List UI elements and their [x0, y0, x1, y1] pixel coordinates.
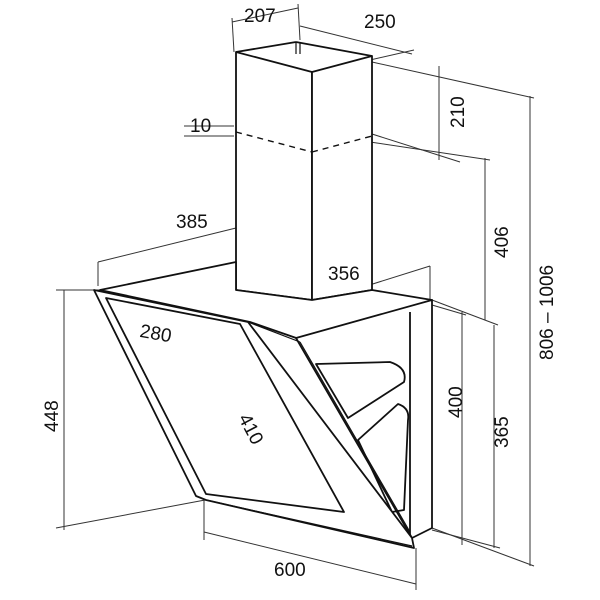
dim-chimney-lower-height: 406 [492, 226, 513, 258]
vent-lower [357, 403, 410, 513]
dim-chimney-depth: 250 [364, 12, 396, 33]
hood-top-plate [99, 261, 433, 341]
dim-body-depth: 356 [328, 264, 360, 285]
vent-upper [315, 361, 406, 419]
hood-body [99, 261, 433, 539]
chimney [235, 41, 373, 301]
dim-total-height: 806 – 1006 [537, 265, 558, 360]
dim-chimney-top-height: 210 [448, 96, 469, 128]
dim-body-height: 400 [446, 386, 467, 418]
dim-overlap: 10 [190, 116, 211, 137]
dim-hood-width: 600 [274, 560, 306, 581]
chimney-left-face [235, 51, 313, 301]
dimension-lines [55, 3, 535, 590]
glass-inner-frame [105, 297, 345, 513]
dim-chimney-width: 207 [244, 6, 276, 27]
dim-hood-height-left: 448 [42, 400, 63, 432]
dim-hood-top-depth: 385 [176, 212, 208, 233]
dim-body-height-lower: 365 [492, 416, 513, 448]
chimney-overlap-line [235, 131, 313, 153]
glass-panel [93, 289, 415, 549]
